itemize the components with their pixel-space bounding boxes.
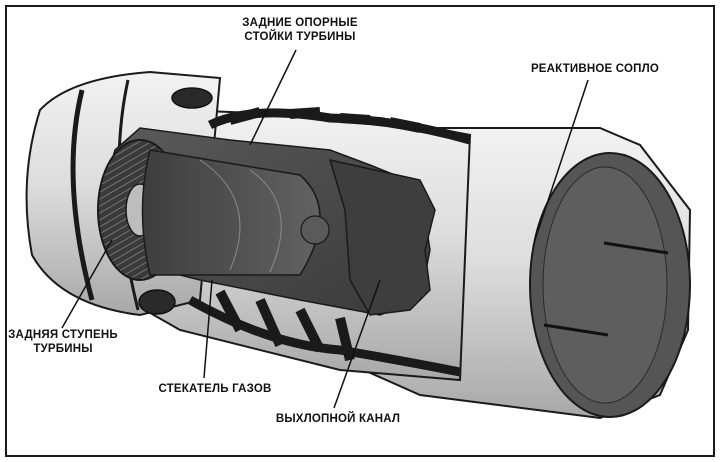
label-turbine-struts-line2: СТОЙКИ ТУРБИНЫ — [244, 31, 356, 43]
nozzle-inner — [542, 166, 668, 404]
exhaust-cone — [141, 149, 321, 276]
band-segments — [215, 289, 355, 362]
nozzle-mark-2 — [543, 323, 609, 337]
leader-struts — [249, 49, 297, 146]
cone-struts — [199, 159, 282, 273]
label-rear-stage-line1: ЗАДНЯЯ СТУПЕНЬ — [8, 329, 118, 341]
label-exhaust-cone: СТЕКАТЕЛЬ ГАЗОВ — [158, 383, 272, 395]
label-exhaust-duct: ВЫХЛОПНОЙ КАНАЛ — [275, 413, 401, 425]
frame-border — [5, 5, 715, 457]
leader-nozzle — [534, 79, 589, 241]
leader-exhaust-cone — [203, 279, 213, 379]
label-rear-stage-line2: ТУРБИНЫ — [33, 343, 93, 355]
cone-tip — [300, 215, 330, 245]
band-segments-top — [228, 107, 421, 133]
label-nozzle: РЕАКТИВНОЕ СОПЛО — [530, 63, 660, 75]
exhaust-duct-interior — [328, 158, 436, 316]
leader-rear-stage — [61, 239, 113, 329]
front-ring — [70, 89, 95, 301]
label-turbine-struts: ЗАДНИЕ ОПОРНЫЕ СТОЙКИ ТУРБИНЫ — [230, 16, 370, 44]
boss-top — [171, 87, 213, 109]
label-turbine-struts-line1: ЗАДНИЕ ОПОРНЫЕ — [242, 17, 358, 29]
nozzle-mark-1 — [603, 241, 669, 255]
boss-bottom — [138, 289, 176, 315]
label-rear-stage: ЗАДНЯЯ СТУПЕНЬ ТУРБИНЫ — [8, 328, 118, 356]
leader-exhaust-duct — [333, 279, 381, 409]
